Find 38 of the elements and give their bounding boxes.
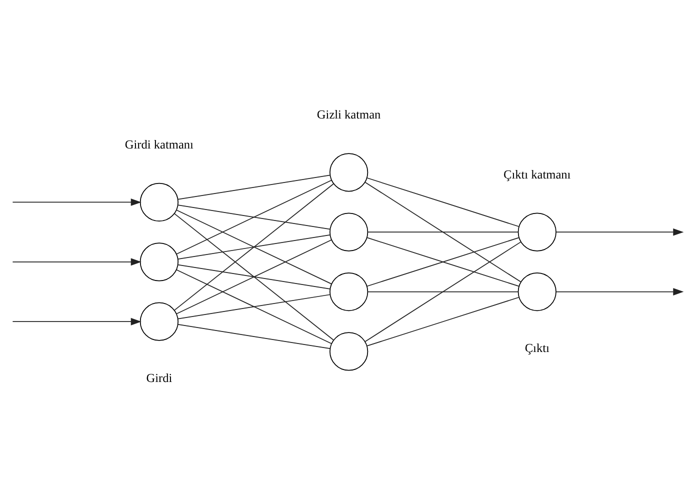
connector	[176, 239, 332, 314]
arrow	[556, 288, 684, 296]
label: Girdi katmanı	[124, 137, 194, 152]
connector	[176, 180, 332, 255]
connector	[174, 183, 334, 311]
label: Çıktı katmanı	[504, 167, 571, 182]
arrow	[12, 198, 142, 206]
connector	[366, 237, 520, 287]
connector	[178, 324, 330, 350]
node-circle	[330, 153, 368, 192]
node-circle	[330, 332, 368, 371]
connector	[178, 234, 330, 260]
connector	[367, 232, 519, 233]
node-circle	[330, 272, 368, 312]
connector	[366, 296, 520, 346]
connector	[174, 213, 334, 340]
connector	[367, 291, 519, 292]
arrow	[556, 228, 684, 236]
node-circle	[518, 212, 556, 252]
label: Çıktı	[524, 341, 550, 356]
node-circle	[330, 212, 368, 252]
arrow	[12, 258, 142, 266]
node-circle	[140, 242, 178, 282]
connector	[364, 182, 522, 282]
connector	[178, 294, 330, 320]
connector	[176, 269, 332, 344]
connector	[366, 177, 520, 227]
node-circle	[518, 272, 556, 312]
label: Girdi	[146, 370, 172, 385]
arrow	[12, 318, 142, 326]
node-circle	[140, 182, 178, 222]
connector	[364, 242, 522, 342]
connector	[178, 204, 330, 230]
node-circle	[140, 302, 178, 341]
connector	[176, 210, 332, 284]
connector	[178, 264, 330, 290]
connector	[178, 174, 330, 200]
label: Gizli katman	[316, 108, 381, 122]
